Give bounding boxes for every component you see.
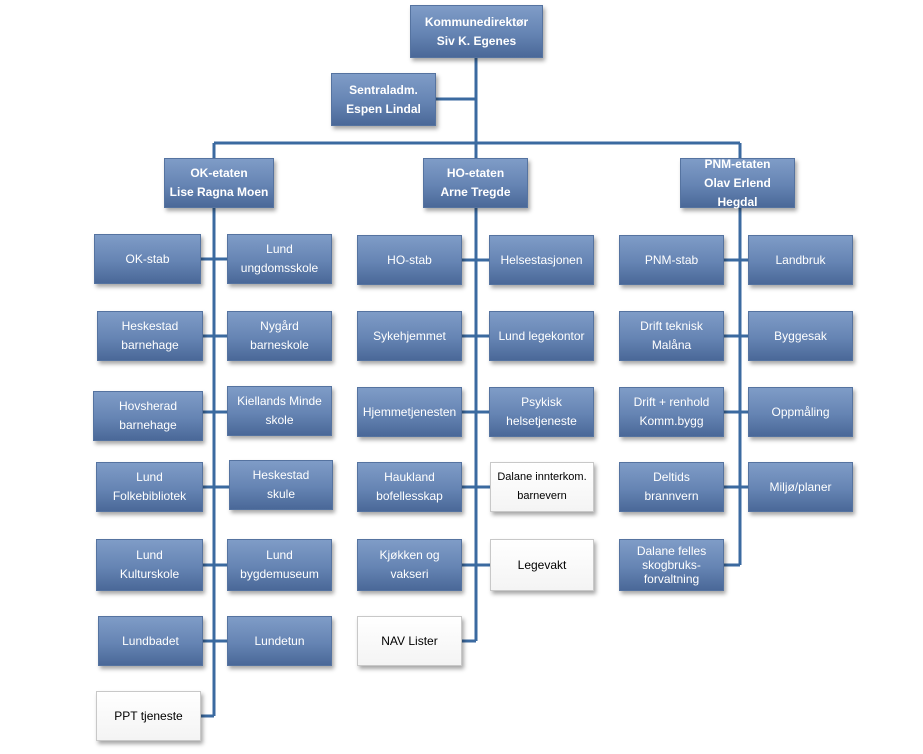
ppt-tjeneste-box: PPT tjeneste <box>96 691 201 741</box>
lund-kulturskole-box: Lund Kulturskole <box>96 539 203 591</box>
lund-folkebibliotek-box: Lund Folkebibliotek <box>96 462 203 512</box>
haukland-bofellesskap-box: Haukland bofellesskap <box>357 462 462 512</box>
central-admin-box: Sentraladm. Espen Lindal <box>331 73 436 126</box>
hjemmetjenesten-box: Hjemmetjenesten <box>357 387 462 437</box>
ok-stab-box: OK-stab <box>94 234 201 284</box>
miljo-planer-box: Miljø/planer <box>748 462 853 512</box>
kiellands-minde-box: Kiellands Minde skole <box>227 386 332 436</box>
drift-teknisk-box: Drift teknisk Malåna <box>619 311 724 361</box>
helsestasjonen-box: Helsestasjonen <box>489 235 594 285</box>
heskestad-barnehage-box: Heskestad barnehage <box>97 311 203 361</box>
ho-stab-box: HO-stab <box>357 235 462 285</box>
landbruk-box: Landbruk <box>748 235 853 285</box>
heskestad-skule-box: Heskestad skule <box>229 460 333 510</box>
skogbruk-box: Dalane felles skogbruks- forvaltning <box>619 539 724 591</box>
lundetun-box: Lundetun <box>227 616 332 666</box>
lund-ungdomsskole-box: Lund ungdomsskole <box>227 234 332 284</box>
nygard-barneskole-box: Nygård barneskole <box>227 311 332 361</box>
deltids-brannvern-box: Deltids brannvern <box>619 462 724 512</box>
lund-legekontor-box: Lund legekontor <box>489 311 594 361</box>
ho-department-box: HO-etaten Arne Tregde <box>423 158 528 208</box>
ok-department-box: OK-etaten Lise Ragna Moen <box>164 158 274 208</box>
legevakt-box: Legevakt <box>490 539 594 591</box>
lund-bygdemuseum-box: Lund bygdemuseum <box>227 539 332 591</box>
hovsherad-barnehage-box: Hovsherad barnehage <box>93 391 203 441</box>
sykehjemmet-box: Sykehjemmet <box>357 311 462 361</box>
nav-lister-box: NAV Lister <box>357 616 462 666</box>
oppmaling-box: Oppmåling <box>748 387 853 437</box>
kjokken-vakseri-box: Kjøkken og vakseri <box>357 539 462 591</box>
director-box: Kommunedirektør Siv K. Egenes <box>410 5 543 58</box>
byggesak-box: Byggesak <box>748 311 853 361</box>
pnm-department-box: PNM-etaten Olav Erlend Hegdal <box>680 157 795 209</box>
pnm-stab-box: PNM-stab <box>619 235 724 285</box>
dalane-barnevern-box: Dalane innterkom. barnevern <box>490 462 594 512</box>
psykisk-helsetjeneste-box: Psykisk helsetjeneste <box>489 387 594 437</box>
drift-renhold-box: Drift + renhold Komm.bygg <box>619 387 724 437</box>
lundbadet-box: Lundbadet <box>98 616 203 666</box>
